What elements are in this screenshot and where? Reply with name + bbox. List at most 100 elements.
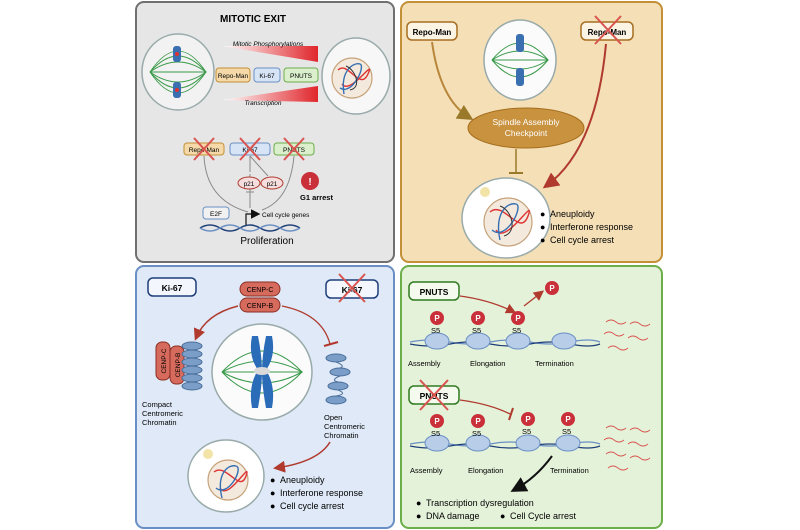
ki67-left-label: Ki-67 [162,283,183,293]
phosphorylation-gradient [222,46,318,62]
nucleosome-icon [424,332,577,350]
alert-icon [301,172,319,190]
repo-man-label: Repo-Man [218,73,249,80]
ki67-box-left [147,277,197,297]
compact-chromatin: CENP-C CENP-B [155,341,203,391]
outcome-bullet: ● [416,498,421,508]
nucleus-cell-icon [187,439,265,513]
cross-out-icon [594,15,622,45]
outcome-dna-damage: DNA damage [426,511,480,521]
p-circle-released [545,281,559,295]
repo-man-left-label: Repo-Man [413,28,452,37]
compact-chromatin-label: Compact Centromeric Chromatin [142,400,183,427]
phospho-release-arrow [523,290,545,307]
outcome-bullet: ● [540,235,545,245]
transcription-start-arrow [245,209,261,226]
pnuts-label: PNUTS [290,73,313,80]
p21-right [260,176,284,190]
panel-ki67: Ki-67 Ki-67 CENP-C CENP-B CENP-C CENP-B [135,265,395,529]
stage-assembly: Assembly [410,466,443,475]
p-label: P [434,314,440,323]
pnuts-box-top [408,281,460,301]
dna-helix-icon [199,224,301,232]
p-circle [430,414,444,428]
p-label: P [515,314,521,323]
mitotic-spindle-cell-icon [483,19,557,101]
outcome-bullet: ● [540,222,545,232]
cenp-b-pill [239,297,281,313]
p-circle [430,311,444,325]
open-chromatin-outcome-arrow [273,441,331,473]
cross-out-icon [338,273,366,303]
transcription-gradient [222,86,318,102]
repo-man-box-left [406,21,458,41]
ki67-outcomes: ● Aneuploidy ● Interferone response ● Ce… [270,475,363,511]
checkpoint-line-1: Spindle Assembly [492,117,560,127]
cell-cycle-genes-label: Cell cycle genes [262,212,310,219]
nucleus-cell-icon [321,37,391,115]
p-circle [561,412,575,426]
p-circle [511,311,525,325]
nucleosome-icon [181,341,203,391]
cenp-c-label: CENP-C [247,287,274,294]
mrna-wave-icon [603,425,651,471]
s5-label: S5 [431,429,440,438]
panel-repo-man: Repo-Man Repo-Man Spindle Assembly Check… [400,1,663,263]
stage-elongation: Elongation [470,359,505,368]
transcription-label: Transcription [244,100,281,107]
ki67-right-label: Ki-67 [342,285,363,295]
nucleus-cell-icon [461,177,551,259]
outcome-interferone: Interferone response [280,488,363,498]
alert-symbol: ! [308,177,311,188]
open-label-3: Chromatin [324,431,359,440]
checkpoint-line-2: Checkpoint [505,128,548,138]
pnuts-top-label: PNUTS [420,287,449,297]
s5-label: S5 [562,427,571,436]
pnuts-box [283,67,319,83]
p-circle [521,412,535,426]
pnuts-loss-inhibition [459,399,511,415]
proliferation-label: Proliferation [240,236,293,247]
e2f-box [202,206,230,220]
spindle-assembly-checkpoint [467,107,585,149]
s5-label: S5 [512,326,521,335]
cenp-b-vertical-label: CENP-B [175,353,182,378]
g1-arrest-label: G1 arrest [300,193,333,202]
phosphorylation-label: Mitotic Phosphorylations [233,41,304,48]
stage-termination: Termination [550,466,589,475]
open-label-1: Open [324,413,342,422]
p-label: P [565,415,571,424]
s5-label: S5 [472,429,481,438]
cross-out-icon [193,137,305,161]
p-label: P [525,415,531,424]
outcome-cell-cycle-arrest: Cell Cycle arrest [510,511,577,521]
ki67-box [253,67,281,83]
transcription-row-loss: P S5 P S5 P S5 P S5 Assembly Elongation … [409,412,651,475]
linker-dna [334,361,343,397]
panel-4-background [400,265,663,529]
outcome-interferone: Interferone response [550,222,633,232]
p-label: P [475,417,481,426]
nucleosome-icon [325,353,351,405]
mitotic-exit-title: MITOTIC EXIT [220,14,286,25]
s5-label: S5 [431,326,440,335]
cenp-c-pill [239,281,281,297]
repo-man-outcomes: ● Aneuploidy ● Interferone response ● Ce… [540,209,633,245]
nucleosome-icon [424,434,581,452]
p21-left-label: p21 [244,181,255,188]
p-label: P [549,284,555,293]
panel-mitotic-exit: MITOTIC EXIT Mitotic Phosphorylations Tr… [135,1,395,263]
stage-elongation: Elongation [468,466,503,475]
p-circle [471,414,485,428]
outcome-bullet: ● [270,475,275,485]
e2f-label: E2F [210,211,222,218]
outcome-aneuploidy: Aneuploidy [550,209,595,219]
p21-left [237,176,261,190]
outcome-bullet: ● [270,501,275,511]
ki67-label: Ki-67 [259,73,275,80]
open-chromatin-label: Open Centromeric Chromatin [324,413,365,440]
mitotic-spindle-cell-icon [141,33,215,111]
transcription-row-normal: P S5 P S5 P S5 Assembly Elongation Termi… [408,311,651,368]
s5-label: S5 [522,427,531,436]
